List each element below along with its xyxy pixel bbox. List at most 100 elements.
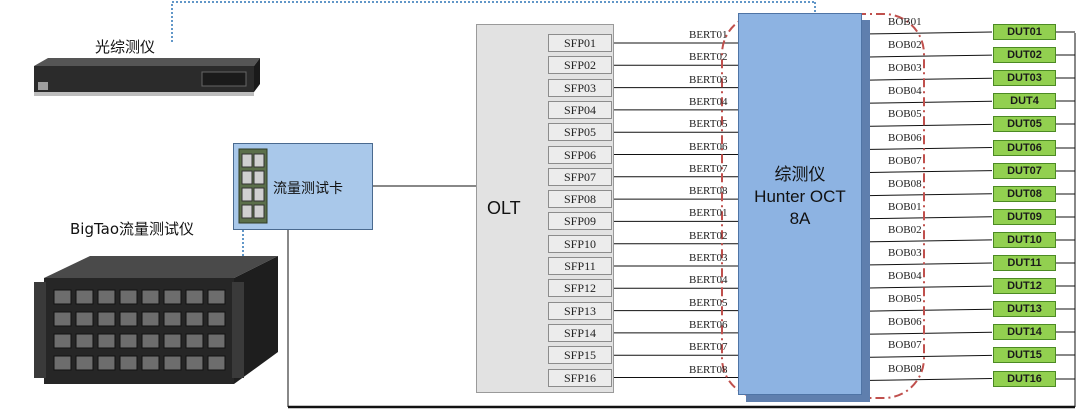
dut-13: DUT13 [993,301,1056,317]
chassis-port [97,333,116,349]
chassis-port [207,289,226,305]
port-array-icon [52,75,177,87]
hunter-dut-line-4 [861,100,993,104]
bert-label-11: BERT03 [689,252,728,264]
sfp-port-12: SFP12 [548,279,612,297]
chassis-port [119,333,138,349]
hunter-dut-line-13 [861,308,993,312]
hunter-dut-line-1 [861,31,993,35]
optical-tester-device [28,52,260,100]
sfp-port-15: SFP15 [548,346,612,364]
chassis-port [53,311,72,327]
chassis-port [75,333,94,349]
chassis-port [141,355,160,371]
sfp-port-3: SFP03 [548,79,612,97]
chassis-port [141,333,160,349]
bert-label-8: BERT08 [689,185,728,197]
hunter-dut-line-15 [861,354,993,358]
bob-label-2: BOB02 [888,39,922,51]
bob-label-11: BOB03 [888,247,922,259]
bert-label-3: BERT03 [689,74,728,86]
dut-1: DUT01 [993,24,1056,40]
chassis-port [185,355,204,371]
bob-label-4: BOB04 [888,85,922,97]
bob-label-13: BOB05 [888,293,922,305]
hunter-dut-line-8 [861,193,993,197]
bert-label-2: BERT02 [689,51,728,63]
hunter-dut-line-14 [861,331,993,335]
sfp-port-2: SFP02 [548,56,612,74]
sfp-port-7: SFP07 [548,168,612,186]
chassis-port [119,355,138,371]
bob-label-3: BOB03 [888,62,922,74]
bert-label-13: BERT05 [689,297,728,309]
network-card-icon [238,148,268,224]
hunter-dut-line-12 [861,285,993,289]
bob-label-16: BOB08 [888,363,922,375]
bob-label-14: BOB06 [888,316,922,328]
chassis-port [119,289,138,305]
card-port [241,204,253,219]
chassis-port [163,333,182,349]
chassis-port [185,289,204,305]
chassis-instrument-icon [34,256,278,384]
sfp-port-10: SFP10 [548,235,612,253]
bert-label-12: BERT04 [689,274,728,286]
dut-5: DUT05 [993,116,1056,132]
hunter-dut-line-2 [861,54,993,58]
chassis-port [53,289,72,305]
bigtao-tester-device [20,248,282,388]
bob-label-12: BOB04 [888,270,922,282]
dut-9: DUT09 [993,209,1056,225]
bob-label-6: BOB06 [888,132,922,144]
hunter-dut-line-3 [861,77,993,81]
dut-10: DUT10 [993,232,1056,248]
traffic-card-label: 流量测试卡 [273,181,343,197]
bert-label-5: BERT05 [689,118,728,130]
chassis-port [119,311,138,327]
sfp-port-11: SFP11 [548,257,612,275]
bert-label-1: BERT01 [689,29,728,41]
chassis-port [207,333,226,349]
hunter-dut-line-6 [861,147,993,150]
bert-label-9: BERT01 [689,207,728,219]
hunter-label-line1: 综测仪 [774,165,826,184]
chassis-port [163,355,182,371]
sfp-port-14: SFP14 [548,324,612,342]
card-port [253,153,265,168]
bob-label-10: BOB02 [888,224,922,236]
card-port [241,170,253,185]
sfp-port-1: SFP01 [548,34,612,52]
dut-7: DUT07 [993,163,1056,179]
chassis-port [141,289,160,305]
card-port [253,187,265,202]
card-port [253,204,265,219]
dut-8: DUT08 [993,186,1056,202]
sfp-port-6: SFP06 [548,146,612,164]
chassis-port [97,355,116,371]
sfp-port-4: SFP04 [548,101,612,119]
bob-label-9: BOB01 [888,201,922,213]
optical-tester-label: 光综测仪 [95,38,156,56]
sfp-port-8: SFP08 [548,190,612,208]
bert-label-15: BERT07 [689,341,728,353]
chassis-port [207,311,226,327]
chassis-port [75,311,94,327]
chassis-port [53,355,72,371]
chassis-port [185,333,204,349]
dut-12: DUT12 [993,278,1056,294]
sfp-port-13: SFP13 [548,302,612,320]
sfp-port-9: SFP09 [548,212,612,230]
chassis-port [75,289,94,305]
chassis-port [141,311,160,327]
chassis-port [163,311,182,327]
chassis-port [207,355,226,371]
sfp-port-5: SFP05 [548,123,612,141]
bert-label-16: BERT08 [689,364,728,376]
chassis-port [163,289,182,305]
bob-label-5: BOB05 [888,108,922,120]
optical-tester-ports [52,72,177,84]
sfp-port-16: SFP16 [548,369,612,387]
dut-4: DUT4 [993,93,1056,109]
